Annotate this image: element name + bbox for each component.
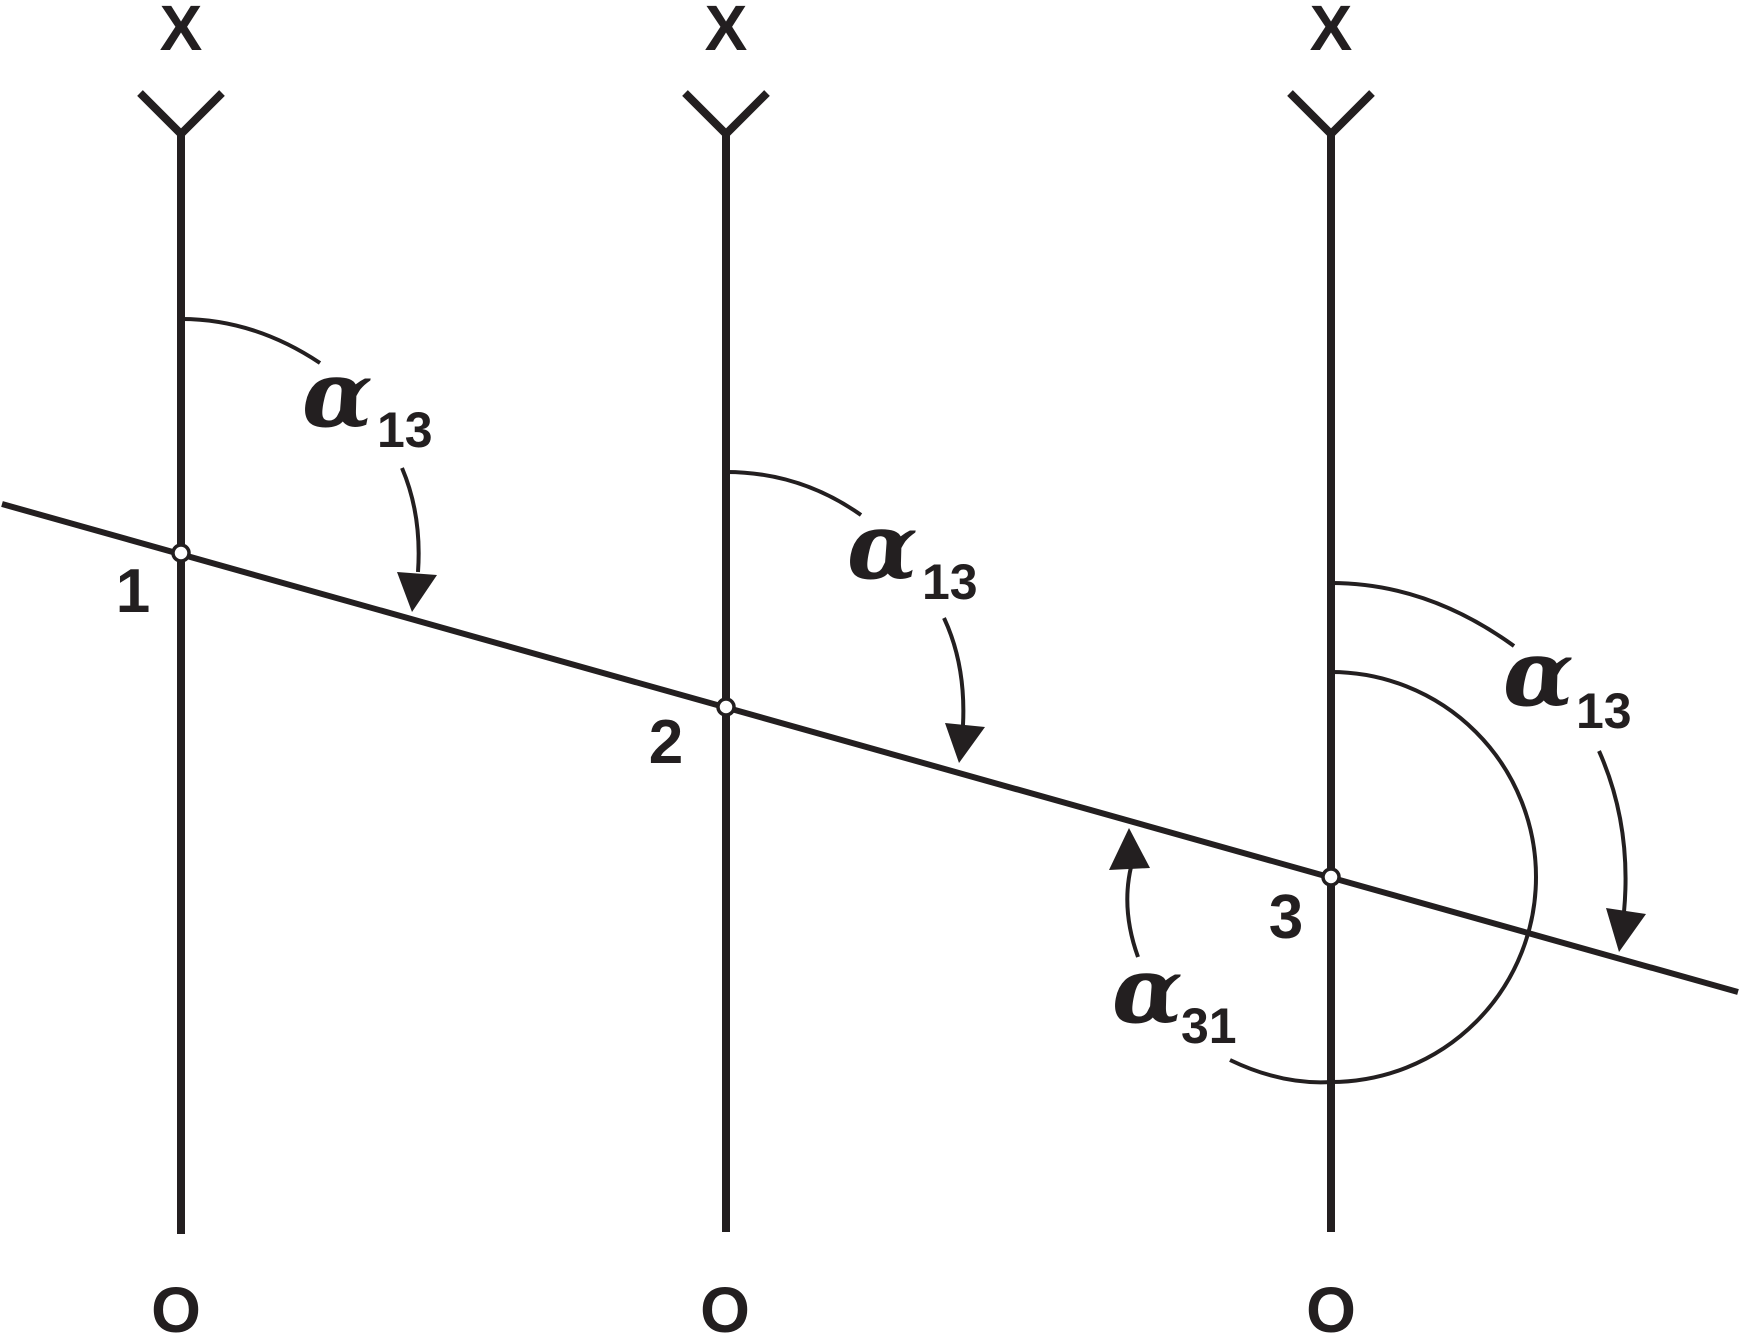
alpha-symbol: α bbox=[847, 492, 918, 600]
pointer-arrow-2-shaft bbox=[942, 617, 966, 726]
angle-label-4: α 31 bbox=[1112, 936, 1237, 1054]
meridian-top-label: X bbox=[1310, 0, 1353, 64]
angle-label-3: α 13 bbox=[1503, 619, 1632, 739]
angle-label-1: α 13 bbox=[302, 340, 433, 458]
meridian-top-label: X bbox=[160, 0, 203, 64]
pointer-arrow-4-shaft bbox=[1125, 866, 1140, 958]
alpha-symbol: α bbox=[1503, 619, 1574, 727]
pointer-arrow-4-head bbox=[1109, 828, 1150, 870]
north-arrow-head bbox=[1287, 90, 1375, 140]
pointer-arrow-3-head bbox=[1606, 908, 1646, 952]
angle-label-2: α 13 bbox=[847, 492, 978, 610]
point-1-marker bbox=[171, 543, 191, 563]
pointer-arrow-3-shaft bbox=[1597, 750, 1628, 913]
course-angle-arc-2 bbox=[725, 470, 863, 517]
pointer-arrow-1-shaft bbox=[400, 467, 421, 573]
alpha-subscript: 13 bbox=[1576, 683, 1632, 739]
course-angle-arc-3 bbox=[1330, 581, 1516, 648]
point-3-label: 3 bbox=[1269, 883, 1303, 952]
north-arrow-head bbox=[682, 90, 770, 140]
meridian-top-label: X bbox=[705, 0, 748, 64]
reverse-angle-arc-tail bbox=[1229, 1058, 1332, 1085]
point-3-marker bbox=[1321, 867, 1341, 887]
point-2-marker bbox=[716, 697, 736, 717]
meridian-2: X O bbox=[682, 0, 770, 1337]
pointer-arrow-2-head bbox=[945, 723, 985, 763]
point-2-label: 2 bbox=[649, 708, 683, 777]
alpha-subscript: 31 bbox=[1181, 998, 1237, 1054]
meridian-bottom-label: O bbox=[151, 1274, 201, 1337]
alpha-subscript: 13 bbox=[922, 554, 978, 610]
rhumb-line bbox=[1, 501, 1739, 995]
alpha-symbol: α bbox=[302, 340, 373, 448]
alpha-subscript: 13 bbox=[377, 402, 433, 458]
alpha-symbol: α bbox=[1112, 936, 1183, 1044]
north-arrow-head bbox=[137, 90, 225, 140]
pointer-arrow-1-head bbox=[397, 572, 437, 612]
meridian-bottom-label: O bbox=[1306, 1274, 1356, 1337]
meridian-1: X O bbox=[137, 0, 225, 1337]
course-angle-arc-1 bbox=[180, 317, 322, 365]
reverse-angle-arc bbox=[1330, 670, 1538, 1084]
meridian-3: X O bbox=[1287, 0, 1375, 1337]
meridian-bottom-label: O bbox=[700, 1274, 750, 1337]
point-1-label: 1 bbox=[116, 557, 150, 626]
